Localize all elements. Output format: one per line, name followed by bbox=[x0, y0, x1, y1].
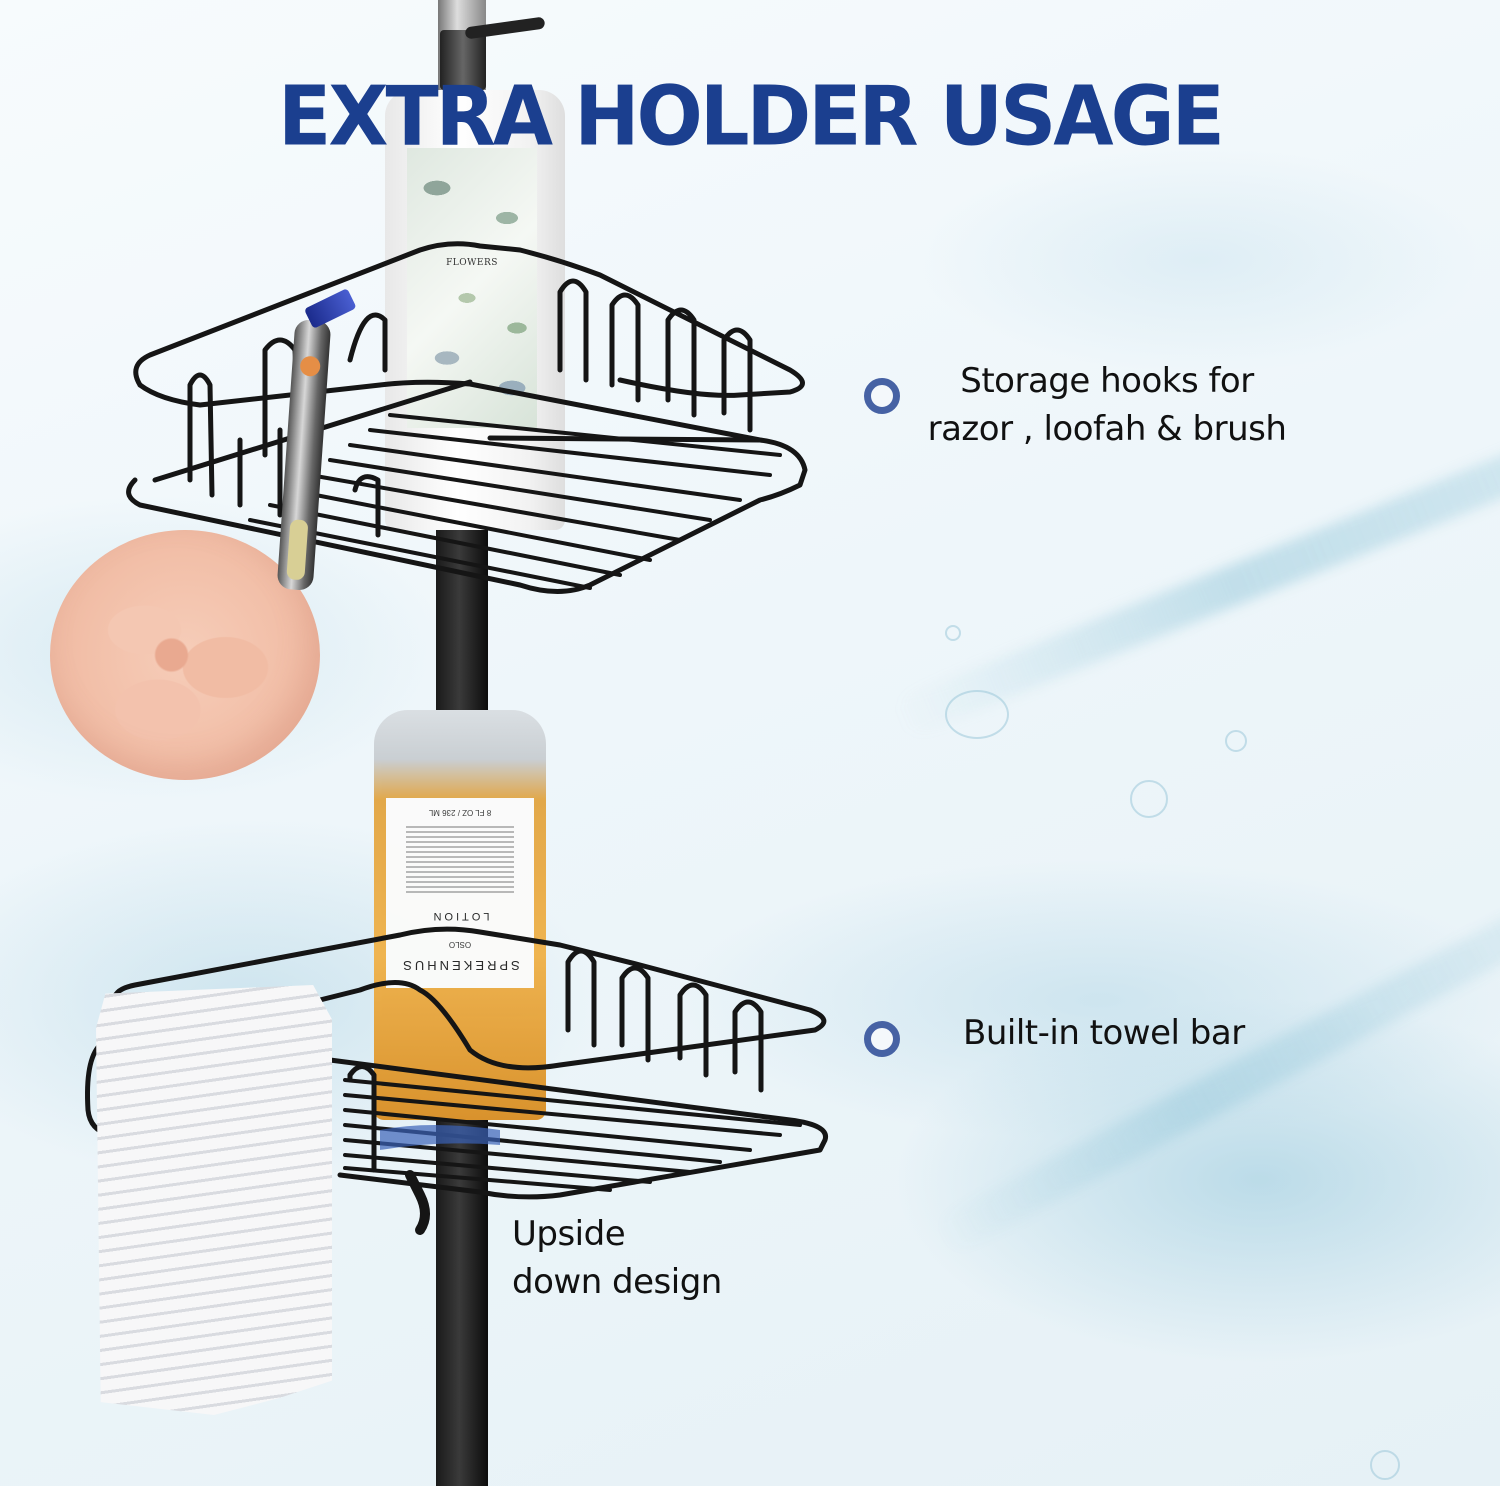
water-bubble bbox=[1225, 730, 1247, 752]
water-wave bbox=[930, 893, 1500, 1258]
feature-text: Built-in towel bar bbox=[963, 1013, 1245, 1053]
water-bubble bbox=[1370, 1450, 1400, 1480]
tension-pole bbox=[436, 520, 488, 710]
lotion-bottle: 8 FL OZ / 236 ML LOTION OSLO SPREKENHUS bbox=[374, 710, 546, 1120]
feature-line: Storage hooks for bbox=[960, 361, 1254, 401]
bottle-label-text: FLOWERS bbox=[446, 258, 498, 268]
water-bubble bbox=[945, 625, 961, 641]
razor-pivot bbox=[299, 355, 321, 377]
ingredient-text-block bbox=[406, 826, 514, 896]
ring-bullet-icon bbox=[864, 378, 900, 414]
white-towel bbox=[96, 985, 332, 1415]
razor-grip bbox=[286, 519, 309, 581]
bottle-city: OSLO bbox=[448, 940, 472, 949]
lotion-label: 8 FL OZ / 236 ML LOTION OSLO SPREKENHUS bbox=[386, 798, 534, 988]
ring-bullet-icon bbox=[864, 1021, 900, 1057]
eucalyptus-label: FLOWERS bbox=[407, 148, 537, 428]
water-bubble bbox=[1130, 780, 1168, 818]
page-title: EXTRA HOLDER USAGE bbox=[278, 69, 1225, 165]
feature-text: Upside down design bbox=[512, 1210, 722, 1306]
bottle-brand: SPREKENHUS bbox=[400, 958, 520, 973]
bottle-volume: 8 FL OZ / 236 ML bbox=[428, 808, 492, 817]
feature-line: down design bbox=[512, 1262, 722, 1302]
pump-head bbox=[440, 30, 486, 90]
tension-pole bbox=[436, 1120, 488, 1486]
feature-line: Upside bbox=[512, 1214, 626, 1254]
bottle-type: LOTION bbox=[430, 910, 490, 922]
water-bubble bbox=[945, 690, 1009, 739]
feature-line: razor , loofah & brush bbox=[927, 409, 1287, 449]
feature-text: Storage hooks for razor , loofah & brush bbox=[912, 357, 1302, 453]
